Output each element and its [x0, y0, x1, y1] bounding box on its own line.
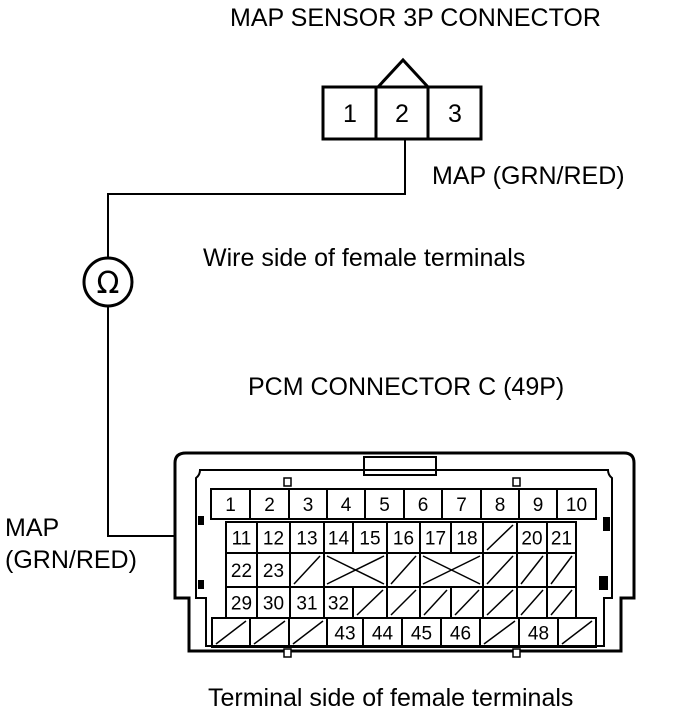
- pcm-pin-7: 7: [456, 495, 467, 516]
- blank-cross: [422, 555, 481, 585]
- terminal-side-label: Terminal side of female terminals: [208, 684, 573, 712]
- blank-slash: [215, 620, 247, 645]
- blank-slash: [486, 589, 514, 616]
- map-pin-3: 3: [448, 100, 462, 128]
- map-wire-label-left-line1: MAP: [5, 514, 59, 542]
- pcm-pin-9: 9: [533, 495, 544, 516]
- pcm-pin-32: 32: [328, 594, 349, 615]
- blank-slash: [486, 555, 514, 585]
- pcm-pin-13: 13: [296, 529, 317, 550]
- map-sensor-title: MAP SENSOR 3P CONNECTOR: [230, 4, 601, 32]
- pcm-pin-44: 44: [372, 624, 394, 645]
- pcm-pin-11: 11: [232, 529, 252, 550]
- pcm-pin-46: 46: [450, 624, 471, 645]
- blank-slash: [390, 589, 417, 616]
- ohm-symbol: Ω: [97, 266, 120, 301]
- pcm-pin-22: 22: [231, 561, 252, 582]
- map-pin-2: 2: [395, 100, 409, 128]
- pcm-pin-31: 31: [296, 594, 317, 615]
- pcm-pin-14: 14: [328, 529, 350, 550]
- map-sensor-connector: 1 2 3: [321, 57, 483, 141]
- pcm-pin-17: 17: [425, 529, 446, 550]
- blank-slash: [390, 555, 417, 585]
- ohmmeter-icon: Ω: [82, 256, 134, 308]
- wire-side-label: Wire side of female terminals: [203, 244, 525, 272]
- blank-slash: [561, 620, 593, 645]
- pcm-key-left-bottom: [198, 580, 204, 589]
- pcm-pin-45: 45: [411, 624, 432, 645]
- pcm-pin-23: 23: [263, 561, 284, 582]
- pcm-pin-21: 21: [551, 529, 572, 550]
- pcm-pin-2: 2: [264, 495, 275, 516]
- blank-slash: [550, 555, 573, 585]
- pcm-key-right-top: [603, 517, 610, 531]
- pcm-pin-16: 16: [393, 529, 414, 550]
- connector-lock-tab: [376, 57, 430, 89]
- pcm-pin-48: 48: [528, 624, 549, 645]
- map-wire-label-top: MAP (GRN/RED): [432, 162, 625, 190]
- blank-slash: [486, 524, 514, 551]
- blank-slash: [253, 620, 286, 645]
- pcm-inner-body: [195, 469, 613, 647]
- pcm-pin-43: 43: [334, 624, 355, 645]
- pcm-pin-cell: [556, 488, 597, 520]
- blank-slash: [520, 589, 544, 616]
- pcm-pin-1: 1: [225, 495, 236, 516]
- pcm-pin-29: 29: [231, 594, 252, 615]
- map-connector-body: [321, 85, 483, 141]
- pcm-latch: [363, 456, 437, 476]
- map-wire-label-left-line2: (GRN/RED): [5, 546, 137, 574]
- pcm-key-right-bottom: [599, 576, 608, 590]
- pcm-pin-18: 18: [456, 529, 477, 550]
- blank-slash: [292, 620, 324, 645]
- pcm-pin-4: 4: [341, 495, 352, 516]
- pcm-pin-30: 30: [263, 594, 284, 615]
- blank-slash: [423, 589, 448, 616]
- pcm-pin-12: 12: [263, 529, 284, 550]
- blank-cross: [326, 555, 385, 585]
- blank-slash: [454, 589, 480, 616]
- pcm-pin-15: 15: [359, 529, 380, 550]
- blank-slash: [483, 620, 516, 645]
- blank-slash: [550, 589, 573, 616]
- pcm-pin-10: 10: [566, 495, 587, 516]
- pcm-pin-cell: [557, 617, 597, 648]
- pcm-pin-5: 5: [379, 495, 390, 516]
- pcm-connector-title: PCM CONNECTOR C (49P): [248, 373, 564, 401]
- blank-slash: [520, 555, 544, 585]
- pcm-pin-6: 6: [418, 495, 429, 516]
- blank-slash: [293, 555, 321, 585]
- pcm-pin-20: 20: [521, 529, 542, 550]
- pcm-pin-3: 3: [303, 495, 314, 516]
- blank-slash: [356, 589, 384, 616]
- pcm-key-left-top: [198, 516, 204, 525]
- map-pin-1: 1: [343, 100, 357, 128]
- pcm-pin-8: 8: [495, 495, 506, 516]
